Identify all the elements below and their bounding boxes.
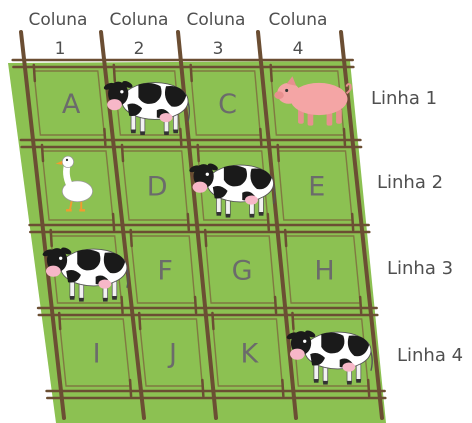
fence-small-post [260, 129, 261, 145]
cell-letter: G [232, 256, 253, 287]
fence-small-post [360, 297, 361, 313]
fence-small-post [104, 129, 105, 145]
fence-small-post [122, 297, 123, 313]
column-header-2: Coluna 2 [110, 10, 169, 59]
fence-small-post [212, 313, 213, 329]
column-header-1: Coluna 1 [29, 10, 88, 59]
column-header-3: Coluna 3 [187, 10, 246, 59]
cell-letter: A [62, 89, 81, 120]
cell-letter: I [93, 339, 101, 370]
cell-letter: J [167, 339, 177, 370]
cell-letter: F [157, 256, 173, 287]
fence-small-post [205, 230, 206, 246]
cell-letter: C [218, 89, 237, 120]
fence-small-post [368, 380, 369, 396]
fence-small-post [292, 313, 293, 329]
fence-small-post [114, 65, 115, 81]
fence-small-post [59, 313, 60, 329]
cell-letter: D [147, 172, 168, 203]
fence-small-post [344, 129, 345, 145]
fence-small-post [180, 129, 181, 145]
row-header-2: Linha 2 [377, 172, 443, 193]
fence-small-post [191, 65, 192, 81]
fence-small-post [202, 380, 203, 396]
fence-small-post [42, 145, 43, 161]
fence-small-post [130, 380, 131, 396]
fence-small-post [268, 214, 269, 230]
row-headers: Linha 1 Linha 2 Linha 3 Linha 4 [371, 88, 463, 366]
fence-small-post [275, 297, 276, 313]
fence-small-post [195, 297, 196, 313]
fence-small-post [139, 313, 140, 329]
fence-small-post [271, 65, 272, 81]
column-header-number: 3 [213, 39, 224, 59]
cell-letter: H [314, 256, 334, 287]
row-header-3: Linha 3 [387, 258, 453, 279]
fence-small-post [122, 145, 123, 161]
fence-small-post [188, 214, 189, 230]
fence-small-post [285, 230, 286, 246]
column-header-4: Coluna 4 [269, 10, 328, 59]
fence-small-post [352, 214, 353, 230]
row-header-4: Linha 4 [397, 345, 463, 366]
fence-small-post [131, 230, 132, 246]
cell-letter: E [308, 172, 325, 203]
column-header-word: Coluna [110, 10, 169, 30]
column-header-word: Coluna [29, 10, 88, 30]
fence-small-post [198, 145, 199, 161]
fence-small-post [278, 145, 279, 161]
column-header-word: Coluna [187, 10, 246, 30]
fence-small-post [282, 380, 283, 396]
column-header-number: 2 [134, 39, 145, 59]
fence-small-post [51, 230, 52, 246]
fence-small-post [34, 65, 35, 81]
column-header-word: Coluna [269, 10, 328, 30]
fence-small-post [113, 214, 114, 230]
cell-letter: K [241, 339, 260, 370]
column-header-number: 4 [293, 39, 304, 59]
column-header-number: 1 [55, 39, 66, 59]
row-header-1: Linha 1 [371, 88, 437, 109]
